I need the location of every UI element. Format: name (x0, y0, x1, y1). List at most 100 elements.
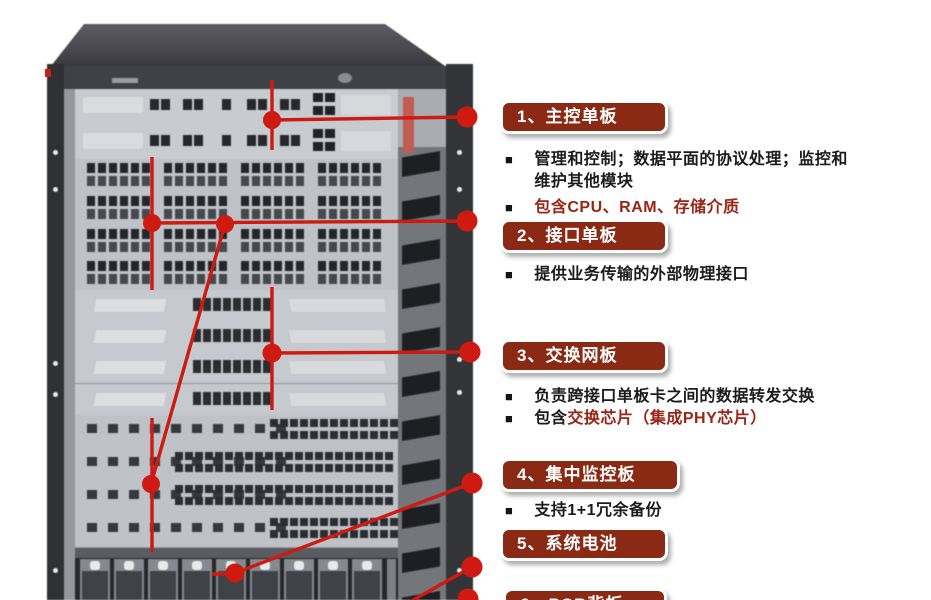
port-jack (219, 261, 227, 271)
port-jack (360, 518, 368, 526)
port-jack (98, 261, 106, 271)
port-jack (219, 209, 227, 219)
port-jack (365, 485, 373, 493)
psu-module-body (184, 571, 210, 600)
port-jack (375, 485, 383, 493)
port-jack (164, 274, 172, 284)
mpu-module (325, 142, 335, 151)
flange-screw (53, 187, 58, 192)
port-square (150, 457, 160, 466)
port-jack (175, 485, 183, 493)
port-jack (360, 431, 368, 439)
port-jack (365, 464, 373, 472)
port-square (87, 523, 97, 532)
port-jack (175, 209, 183, 219)
port-jack (373, 229, 381, 239)
port-jack (274, 209, 282, 219)
vent-block (402, 283, 440, 309)
mpu-blank-panel (341, 95, 391, 115)
port-jack (87, 261, 95, 271)
port-jack (241, 242, 249, 252)
port-jack (245, 452, 253, 460)
port-jack (208, 196, 216, 206)
chassis-right-flange (446, 64, 473, 600)
port-square (108, 523, 118, 532)
port-jack (164, 242, 172, 252)
mpu-port (183, 135, 192, 146)
fabric-module (243, 329, 251, 342)
port-jack (274, 196, 282, 206)
port-jack (285, 485, 293, 493)
port-jack (385, 497, 393, 505)
port-jack (186, 229, 194, 239)
fabric-module (193, 329, 201, 342)
vent-block (402, 503, 440, 529)
psu-module (318, 559, 348, 600)
port-jack (175, 464, 183, 472)
bullet-square-icon: ■ (505, 503, 514, 518)
port-jack (263, 196, 271, 206)
port-jack (255, 464, 263, 472)
mpu-latch (83, 133, 143, 149)
port-jack (362, 209, 370, 219)
port-jack (263, 229, 271, 239)
port-jack (219, 242, 227, 252)
port-jack (325, 485, 333, 493)
port-jack (385, 464, 393, 472)
port-jack (305, 497, 313, 505)
port-jack (305, 452, 313, 460)
psu-module-body (82, 571, 108, 600)
port-jack (370, 518, 378, 526)
psu-end-panel (387, 559, 396, 600)
port-jack (205, 452, 213, 460)
port-jack (252, 209, 260, 219)
port-square (171, 523, 181, 532)
interface-board-row (75, 159, 398, 193)
port-square (129, 457, 139, 466)
bullet-s1-2: ■ 包含CPU、RAM、存储介质 (505, 197, 913, 219)
port-jack (351, 242, 359, 252)
flange-screw (457, 357, 462, 362)
port-jack (340, 261, 348, 271)
port-jack (241, 261, 249, 271)
port-jack (87, 163, 95, 173)
port-jack (325, 497, 333, 505)
port-jack (285, 196, 293, 206)
port-jack (310, 530, 318, 538)
port-jack (290, 419, 298, 427)
port-jack (362, 176, 370, 186)
port-jack (275, 497, 283, 505)
psu-module (284, 559, 314, 600)
bullet-s3-2-text: 包含交换芯片（集成PHY芯片） (534, 408, 766, 430)
port-square (255, 457, 265, 466)
mpu-port (247, 99, 256, 110)
port-square (171, 490, 181, 499)
port-square (150, 523, 160, 532)
port-jack (285, 163, 293, 173)
port-square (192, 523, 202, 532)
port-jack (263, 163, 271, 173)
fabric-latch-right (288, 393, 387, 406)
psu-module (352, 559, 382, 600)
port-jack (142, 229, 150, 239)
port-square (213, 490, 223, 499)
mpu-module (313, 106, 323, 115)
port-square (234, 523, 244, 532)
lower-board-row (75, 481, 398, 515)
port-jack (305, 464, 313, 472)
callout-label-3-text: 3、交换网板 (517, 346, 618, 365)
bullet-square-icon: ■ (505, 200, 514, 215)
fabric-module (193, 298, 201, 311)
port-jack (340, 431, 348, 439)
port-jack (296, 229, 304, 239)
bullet-s1-1: ■ 管理和控制；数据平面的协议处理；监控和维护其他模块 (505, 149, 913, 193)
port-jack (87, 209, 95, 219)
port-square (276, 424, 286, 433)
port-jack (265, 497, 273, 505)
port-jack (335, 485, 343, 493)
port-jack (285, 229, 293, 239)
port-jack (380, 518, 388, 526)
callout-label-4-text: 4、集中监控板 (517, 465, 636, 484)
port-jack (340, 274, 348, 284)
mpu-port (258, 135, 267, 146)
